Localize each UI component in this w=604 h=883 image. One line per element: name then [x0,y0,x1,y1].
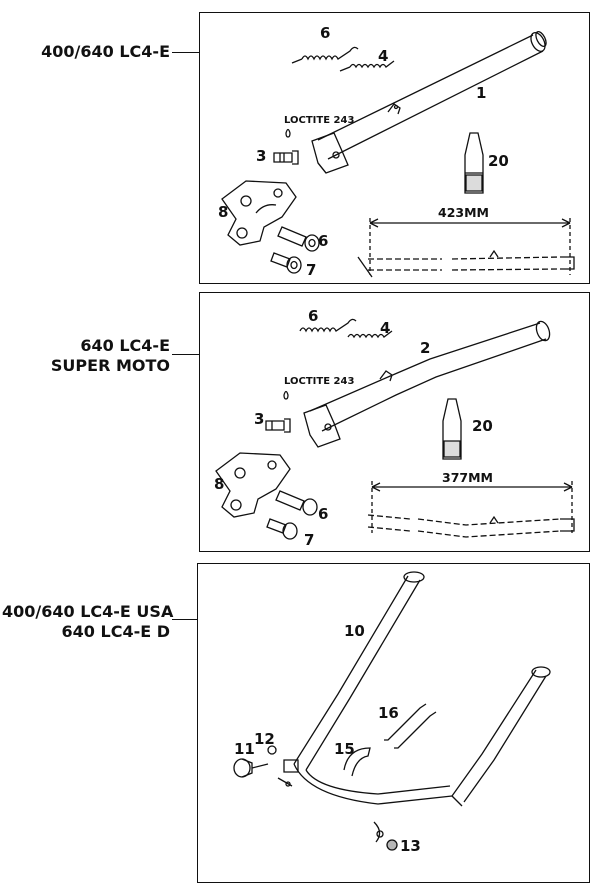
part-number-10: 10 [344,622,365,640]
part-number-13: 13 [400,837,421,855]
part-number-15: 15 [334,740,355,758]
model-label-2-line2: SUPER MOTO [50,356,170,375]
spring-16-drawing [384,703,437,749]
side-stand-2-drawing [303,320,551,448]
spring-4-drawing [339,60,395,72]
bolt-3-drawing-2 [265,390,291,433]
bolt-6-drawing [277,226,320,252]
panel-1-drawing: 6 4 1 LOCTITE 243 3 20 8 423MM 6 7 [218,24,575,279]
panel-400-640-lc4-e-usa: 10 16 12 11 15 13 [197,563,590,883]
knob-11-drawing [233,758,269,778]
part-number-7-sm: 7 [304,531,314,549]
dimension-label-377mm: 377MM [442,470,493,485]
dimension-drawing-1 [357,218,575,278]
center-stand-10-drawing [277,571,551,843]
part-number-20-sm: 20 [472,417,493,435]
dimension-drawing-2 [367,481,575,538]
part-number-4: 4 [378,47,388,65]
part-number-5: 6 [320,24,330,42]
nut-12-drawing [267,745,277,755]
part-number-5-sm: 6 [308,307,318,325]
part-number-6: 6 [318,232,328,250]
model-label-1: 400/640 LC4-E [20,42,170,62]
part-number-11: 11 [234,740,255,758]
part-number-20: 20 [488,152,509,170]
nut-13-drawing [386,839,398,851]
part-number-4-sm: 4 [380,319,390,337]
side-stand-1-drawing [311,30,547,174]
spring-4-drawing-2 [347,330,393,339]
part-number-3-sm: 3 [254,410,264,428]
model-label-3-line1: 400/640 LC4-E USA [2,602,174,621]
label-leader-line-2 [172,354,200,355]
model-label-3-line2: 640 LC4-E D [61,622,170,641]
spring-5-drawing-2 [299,318,357,333]
panel-2-drawing: 6 4 2 LOCTITE 243 3 20 8 377MM 6 7 [214,307,575,549]
part-number-16: 16 [378,704,399,722]
part-number-1: 1 [476,84,486,102]
model-label-2-line1: 640 LC4-E [80,336,170,355]
part-number-6-sm: 6 [318,505,328,523]
bracket-8-drawing [221,180,297,246]
label-leader-line-1 [172,52,200,53]
part-number-3: 3 [256,147,266,165]
bolt-3-drawing [273,128,299,165]
dimension-label-423mm: 423MM [438,205,489,220]
part-number-7: 7 [306,261,316,279]
part-number-12: 12 [254,730,275,748]
loctite-bottle-20-drawing-2 [442,398,462,460]
panel-640-lc4-e-super-moto: 6 4 2 LOCTITE 243 3 20 8 377MM 6 7 [199,292,590,552]
loctite-bottle-20-drawing [464,132,484,194]
spring-5-drawing [291,46,359,64]
part-number-2: 2 [420,339,430,357]
label-leader-line-3 [172,619,197,620]
bolt-7-drawing-2 [266,518,298,540]
panel-400-640-lc4-e: 6 4 1 LOCTITE 243 3 20 8 423MM 6 7 [199,12,590,284]
bracket-8-drawing-2 [215,452,291,518]
model-label-1-line1: 400/640 LC4-E [41,42,170,61]
loctite-note: LOCTITE 243 [284,115,354,126]
bracket-15-drawing [343,747,371,777]
model-label-3: 400/640 LC4-E USA 640 LC4-E D [2,602,174,642]
bolt-6-drawing-2 [275,490,318,516]
part-number-8-sm: 8 [214,475,224,493]
bolt-7-drawing [270,252,302,274]
panel-3-drawing: 10 16 12 11 15 13 [233,571,551,855]
model-label-2: 640 LC4-E SUPER MOTO [20,336,170,376]
loctite-note-sm: LOCTITE 243 [284,376,354,387]
part-number-8: 8 [218,203,228,221]
